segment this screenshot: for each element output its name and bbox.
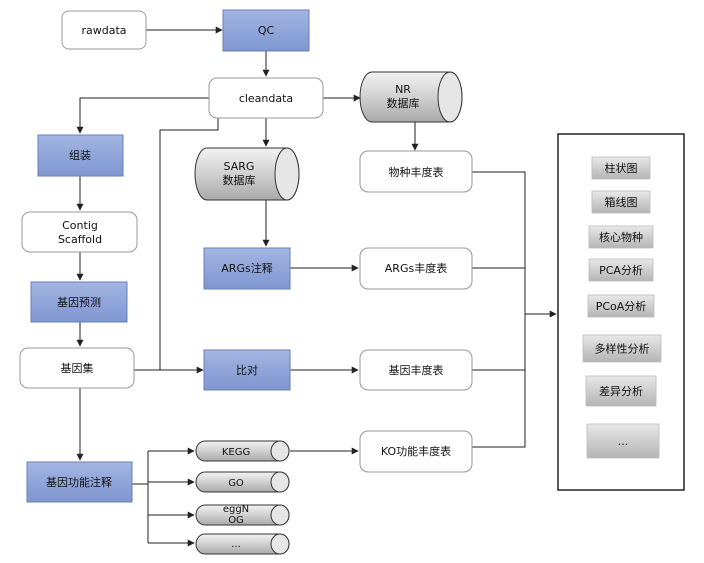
ko-abundance-label: KO功能丰度表	[381, 444, 451, 458]
eggnog-label-line1: eggN	[223, 504, 249, 515]
alignment-label: 比对	[236, 363, 258, 377]
rawdata-label: rawdata	[81, 24, 126, 37]
function-annotation-box: 基因功能注释	[26, 461, 133, 503]
analysis-item-box	[582, 334, 662, 363]
analysis-item-box	[586, 423, 660, 459]
assembly-box: 组装	[37, 134, 124, 177]
edge-cleandata-assembly	[76, 97, 209, 134]
gene-set-box: 基因集	[19, 347, 135, 389]
nr-label-line1: NR	[395, 83, 411, 96]
edge-species-panel	[472, 171, 526, 448]
kegg-database-cylinder: KEGG	[195, 440, 290, 462]
cleandata-label: cleandata	[239, 92, 293, 105]
analysis-item-box	[585, 375, 657, 407]
analysis-item-box	[588, 225, 654, 249]
analysis-item-label: 多样性分析	[595, 342, 650, 356]
sarg-database-cylinder: SARG 数据库	[194, 147, 300, 201]
eggnog-label-line2: OG	[228, 515, 244, 526]
connectors	[76, 26, 557, 547]
analysis-item-box	[587, 294, 655, 318]
analysis-item-label: 柱状图	[605, 161, 638, 175]
species-abundance-label: 物种丰度表	[389, 165, 444, 179]
analysis-item-box	[588, 258, 654, 282]
species-abundance-box: 物种丰度表	[359, 150, 473, 193]
qc-box: QC	[222, 9, 310, 52]
ko-abundance-box: KO功能丰度表	[359, 430, 473, 473]
sarg-label-line2: 数据库	[223, 173, 256, 187]
args-annotation-box: ARGs注释	[203, 247, 291, 290]
analysis-item-label: PCA分析	[599, 263, 643, 277]
nr-database-cylinder: NR 数据库	[359, 71, 463, 123]
sarg-label-line1: SARG	[224, 160, 255, 173]
gene-prediction-box: 基因预测	[30, 281, 128, 323]
analysis-item-box	[591, 156, 651, 180]
scaffold-label: Scaffold	[58, 233, 102, 246]
qc-label: QC	[258, 24, 275, 37]
kegg-label: KEGG	[222, 447, 250, 458]
gene-set-label: 基因集	[61, 361, 94, 375]
rawdata-box: rawdata	[61, 10, 147, 50]
contig-label: Contig	[62, 219, 98, 232]
go-label: GO	[228, 478, 244, 489]
analysis-item-label: ...	[618, 435, 629, 448]
function-annotation-label: 基因功能注释	[46, 475, 112, 489]
assembly-label: 组装	[69, 148, 91, 162]
alignment-box: 比对	[203, 349, 291, 391]
gene-abundance-box: 基因丰度表	[359, 349, 473, 391]
eggnog-database-cylinder: eggN OG	[195, 504, 290, 526]
args-abundance-box: ARGs丰度表	[359, 247, 473, 290]
more-database-label: ...	[231, 539, 241, 550]
contig-scaffold-box: Contig Scaffold	[21, 211, 138, 253]
analysis-item-label: 差异分析	[599, 384, 643, 398]
args-abundance-label: ARGs丰度表	[385, 261, 447, 275]
gene-abundance-label: 基因丰度表	[389, 363, 444, 377]
analysis-item-label: 核心物种	[599, 230, 643, 244]
args-annotation-label: ARGs注释	[221, 261, 272, 275]
more-database-cylinder: ...	[195, 533, 290, 555]
nr-label-line2: 数据库	[387, 96, 420, 110]
edge-cleandata-alignment	[159, 118, 219, 370]
analysis-item-box	[591, 190, 651, 214]
analysis-item-label: 箱线图	[605, 195, 638, 209]
go-database-cylinder: GO	[195, 471, 290, 493]
gene-prediction-label: 基因预测	[57, 296, 101, 309]
analysis-item-label: PCoA分析	[596, 299, 647, 313]
cleandata-box: cleandata	[208, 77, 324, 119]
